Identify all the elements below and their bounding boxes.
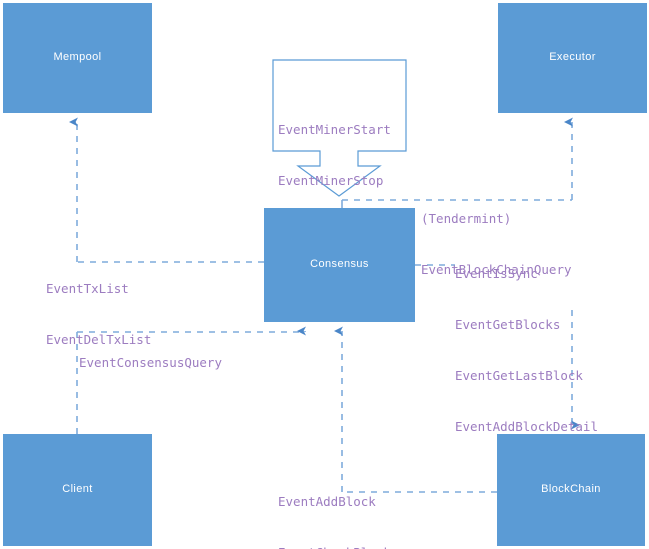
miner-events-callout-shape <box>272 59 407 197</box>
tendermint-query-line-1: (Tendermint) <box>421 211 512 226</box>
edge-blockchain-to-consensus <box>334 326 497 493</box>
blockchain-events-line-1: EventIsSync <box>455 266 538 281</box>
callout-line-1: EventMinerStart <box>278 122 391 137</box>
blockchain-events-line-4: EventAddBlockDetail <box>455 419 598 434</box>
consensus-query-line-1: EventConsensusQuery <box>79 355 222 370</box>
node-consensus[interactable]: Consensus <box>264 208 415 322</box>
mempool-events-line-1: EventTxList <box>46 281 129 296</box>
tendermint-query-line-2: EventBlockChainQuery <box>421 262 572 277</box>
edge-label-mempool-events: EventTxList EventDelTxList <box>46 246 151 382</box>
node-label-executor: Executor <box>549 51 596 64</box>
edge-consensus-to-executor <box>341 117 573 208</box>
edge-label-consensus-query: EventConsensusQuery <box>79 320 222 405</box>
mempool-events-line-2: EventDelTxList <box>46 332 152 347</box>
node-blockchain[interactable]: BlockChain <box>497 434 645 546</box>
callout-line-2: EventMinerStop <box>278 173 384 188</box>
node-executor[interactable]: Executor <box>498 3 647 113</box>
node-label-client: Client <box>62 483 93 496</box>
edge-consensus-to-mempool <box>69 117 264 263</box>
node-label-blockchain: BlockChain <box>541 483 601 496</box>
block-ops-line-1: EventAddBlock <box>278 494 376 509</box>
node-label-consensus: Consensus <box>310 258 369 271</box>
edge-label-block-ops: EventAddBlock EventCheckBlock EventDelBl… <box>278 459 391 549</box>
miner-events-callout-text: EventMinerStart EventMinerStop <box>278 87 391 223</box>
edge-label-blockchain-events: EventIsSync EventGetBlocks EventGetLastB… <box>455 231 598 469</box>
node-client[interactable]: Client <box>3 434 152 546</box>
edge-label-tendermint-query: (Tendermint) EventBlockChainQuery <box>421 176 572 312</box>
blockchain-events-line-3: EventGetLastBlock <box>455 368 583 383</box>
block-ops-line-2: EventCheckBlock <box>278 544 391 549</box>
edge-client-to-consensus <box>76 326 306 434</box>
node-mempool[interactable]: Mempool <box>3 3 152 113</box>
blockchain-events-line-2: EventGetBlocks <box>455 317 561 332</box>
node-label-mempool: Mempool <box>53 51 102 64</box>
